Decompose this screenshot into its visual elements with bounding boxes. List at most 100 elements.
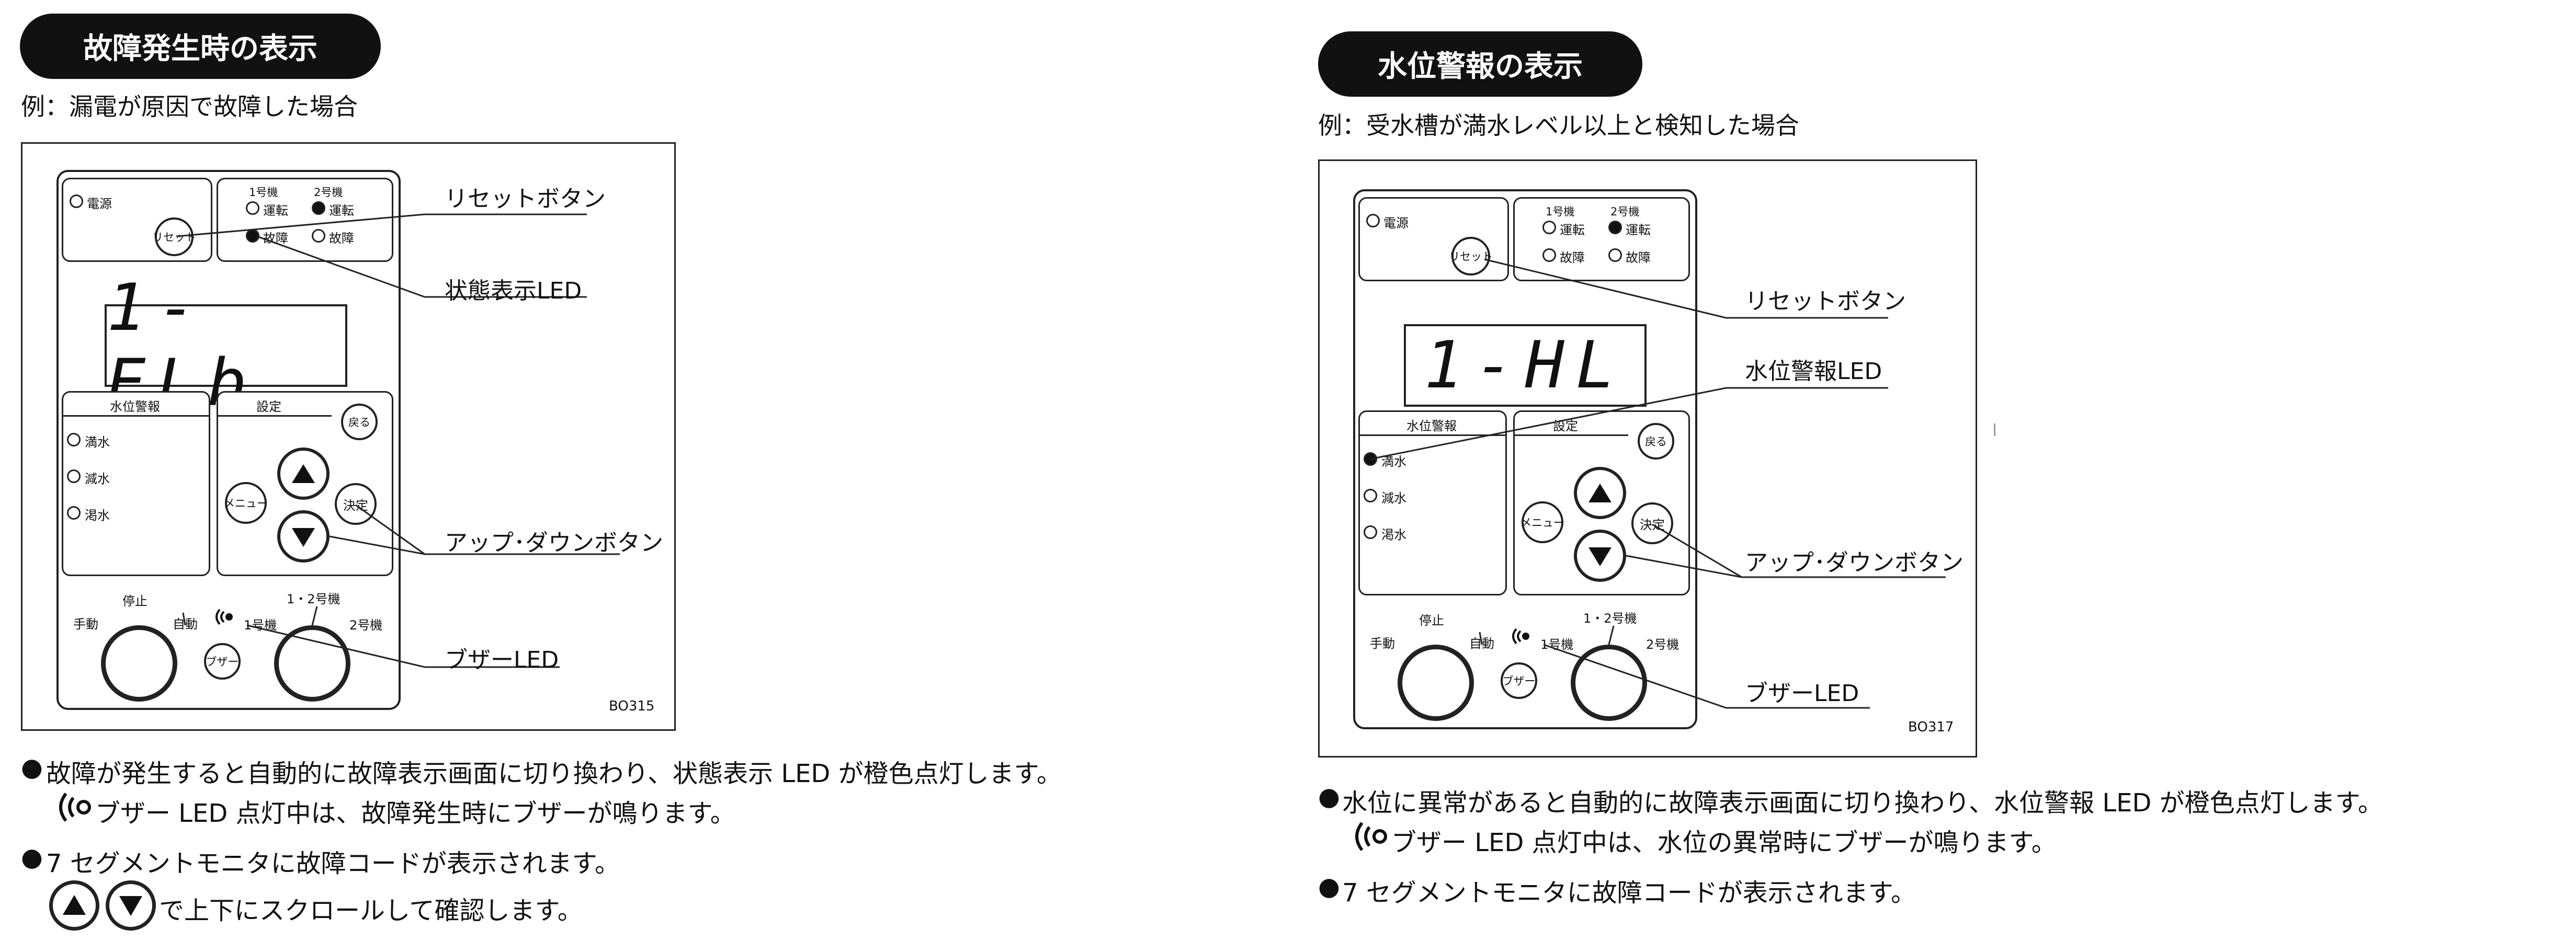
right-low-water-led [1364, 489, 1377, 502]
right-seven-segment-display: 1-HL [1404, 324, 1647, 407]
right-low-water-label: 減水 [1381, 491, 1406, 506]
left-power-label: 電源 [87, 197, 112, 211]
right-power-reset-box [1358, 197, 1509, 281]
left-figure-code: BO315 [609, 698, 655, 714]
left-auto-label: 自動 [173, 617, 198, 632]
right-mode-dial[interactable] [1398, 645, 1474, 721]
right-up-button[interactable] [1574, 467, 1626, 519]
left-water-alarm-divider [62, 415, 209, 417]
right-unit2-run-label: 運転 [1626, 223, 1651, 237]
right-unit1-fault-led [1542, 248, 1556, 262]
right-menu-button-label: メニュー [1520, 517, 1564, 529]
right-buzzer-button[interactable]: ブザー [1501, 662, 1537, 699]
left-up-button[interactable] [277, 448, 330, 500]
left-enter-button[interactable]: 決定 [335, 483, 377, 525]
right-manual-label: 手動 [1370, 636, 1395, 651]
left-unit1-run-led [246, 201, 259, 215]
left-reset-button-callout: リセットボタン [445, 186, 606, 212]
buzzer-icon [1355, 822, 1387, 851]
left-bullet-marker-1: ● [21, 753, 43, 782]
right-water-alarm-divider [1358, 434, 1505, 436]
right-power-led [1366, 214, 1380, 227]
buzzer-icon [59, 793, 91, 822]
right-unit2-fault-label: 故障 [1626, 250, 1651, 265]
right-back-button[interactable]: 戻る [1638, 423, 1674, 460]
right-unit-dial[interactable] [1571, 645, 1647, 721]
left-bullet-1: 故障が発生すると自動的に故障表示画面に切り換わり、状態表示 LED が橙色点灯し… [46, 759, 1062, 788]
left-low-water-led [67, 469, 81, 483]
right-section-subtitle: 例：受水槽が満水レベル以上と検知した場合 [1318, 111, 1799, 140]
left-mode-dial[interactable] [101, 625, 177, 702]
right-water-alarm-label: 水位警報 [1406, 419, 1457, 433]
right-unit1-run-label: 運転 [1560, 223, 1585, 237]
right-down-button[interactable] [1574, 530, 1626, 582]
buzzer-indicator-icon [1512, 628, 1529, 645]
right-water-alarm-box [1358, 410, 1507, 595]
right-bullet-1: 水位に異常があると自動的に故障表示画面に切り換わり、水位警報 LED が橙色点灯… [1342, 788, 2383, 818]
left-status-led-callout: 状態表示LED [445, 278, 582, 304]
right-full-water-label: 満水 [1381, 454, 1406, 469]
right-unit1-fault-label: 故障 [1560, 250, 1585, 265]
down-arrow-icon [1588, 547, 1612, 566]
right-power-label: 電源 [1383, 216, 1409, 231]
left-unit2-label: 2号機 [314, 186, 343, 199]
left-reset-button[interactable]: リセット [152, 217, 196, 256]
left-back-button-label: 戻る [348, 416, 370, 429]
right-back-button-label: 戻る [1645, 435, 1667, 448]
left-unit2-fault-led [312, 229, 325, 243]
left-manual-label: 手動 [73, 617, 98, 632]
right-reset-button-callout: リセットボタン [1745, 288, 1906, 315]
left-unit2-run-led [312, 201, 325, 215]
left-bullet-2: ブザー LED 点灯中は、故障発生時にブザーが鳴ります。 [95, 799, 735, 828]
right-settings-label: 設定 [1553, 419, 1578, 433]
right-menu-button[interactable]: メニュー [1520, 501, 1564, 543]
right-reset-button[interactable]: リセット [1449, 237, 1493, 276]
left-menu-button-label: メニュー [224, 497, 268, 510]
right-bullet-marker-3: ● [1318, 872, 1340, 901]
left-unit1-fault-led [246, 229, 259, 243]
left-unit1-run-label: 運転 [263, 203, 288, 218]
left-back-button[interactable]: 戻る [341, 404, 378, 440]
right-buzzer-led-callout: ブザーLED [1745, 680, 1859, 707]
left-section-subtitle: 例：漏電が原因で故障した場合 [21, 93, 358, 121]
left-unit2-run-label: 運転 [329, 203, 354, 218]
left-status-box [217, 178, 393, 262]
left-dry-water-led [67, 506, 81, 520]
right-unit2-run-led [1608, 221, 1622, 234]
right-enter-button[interactable]: 決定 [1631, 502, 1673, 544]
left-unit1-dial-label: 1号機 [244, 618, 277, 633]
right-auto-label: 自動 [1469, 636, 1494, 651]
left-buzzer-button-label: ブザー [206, 656, 239, 668]
right-section-title: 水位警報の表示 [1318, 31, 1642, 97]
up-arrow-icon [1588, 484, 1612, 502]
up-button-icon [49, 880, 99, 931]
left-bullet-marker-3: ● [21, 843, 43, 872]
right-dry-water-led [1364, 525, 1377, 539]
left-bullet-4: で上下にスクロールして確認します。 [159, 896, 583, 925]
left-buzzer-led-callout: ブザーLED [445, 647, 559, 673]
left-full-water-label: 満水 [85, 435, 110, 450]
right-bullet-marker-1: ● [1318, 782, 1340, 811]
right-unit1-dial-label: 1号機 [1540, 637, 1574, 652]
right-unit2-dial-label: 2号機 [1646, 637, 1679, 652]
right-status-box [1513, 197, 1690, 281]
left-buzzer-button[interactable]: ブザー [204, 643, 241, 680]
left-unit2-fault-label: 故障 [329, 231, 354, 246]
right-buzzer-button-label: ブザー [1502, 675, 1536, 687]
left-section-title: 故障発生時の表示 [20, 14, 381, 79]
left-water-alarm-label: 水位警報 [110, 399, 160, 414]
left-menu-button[interactable]: メニュー [224, 482, 268, 524]
right-settings-divider [1513, 434, 1628, 436]
right-reset-button-label: リセット [1449, 250, 1493, 263]
left-units12-label: 1・2号機 [287, 592, 341, 606]
left-low-water-label: 減水 [85, 472, 110, 486]
left-unit-dial[interactable] [274, 625, 350, 702]
right-figure-edge-tick [1994, 423, 1995, 436]
left-down-button[interactable] [277, 510, 330, 563]
left-power-led [70, 194, 83, 208]
up-arrow-icon [292, 464, 315, 483]
down-arrow-icon [292, 528, 315, 547]
right-figure-code: BO317 [1908, 719, 1954, 735]
right-water-led-callout: 水位警報LED [1745, 358, 1882, 385]
left-settings-label: 設定 [256, 399, 281, 414]
